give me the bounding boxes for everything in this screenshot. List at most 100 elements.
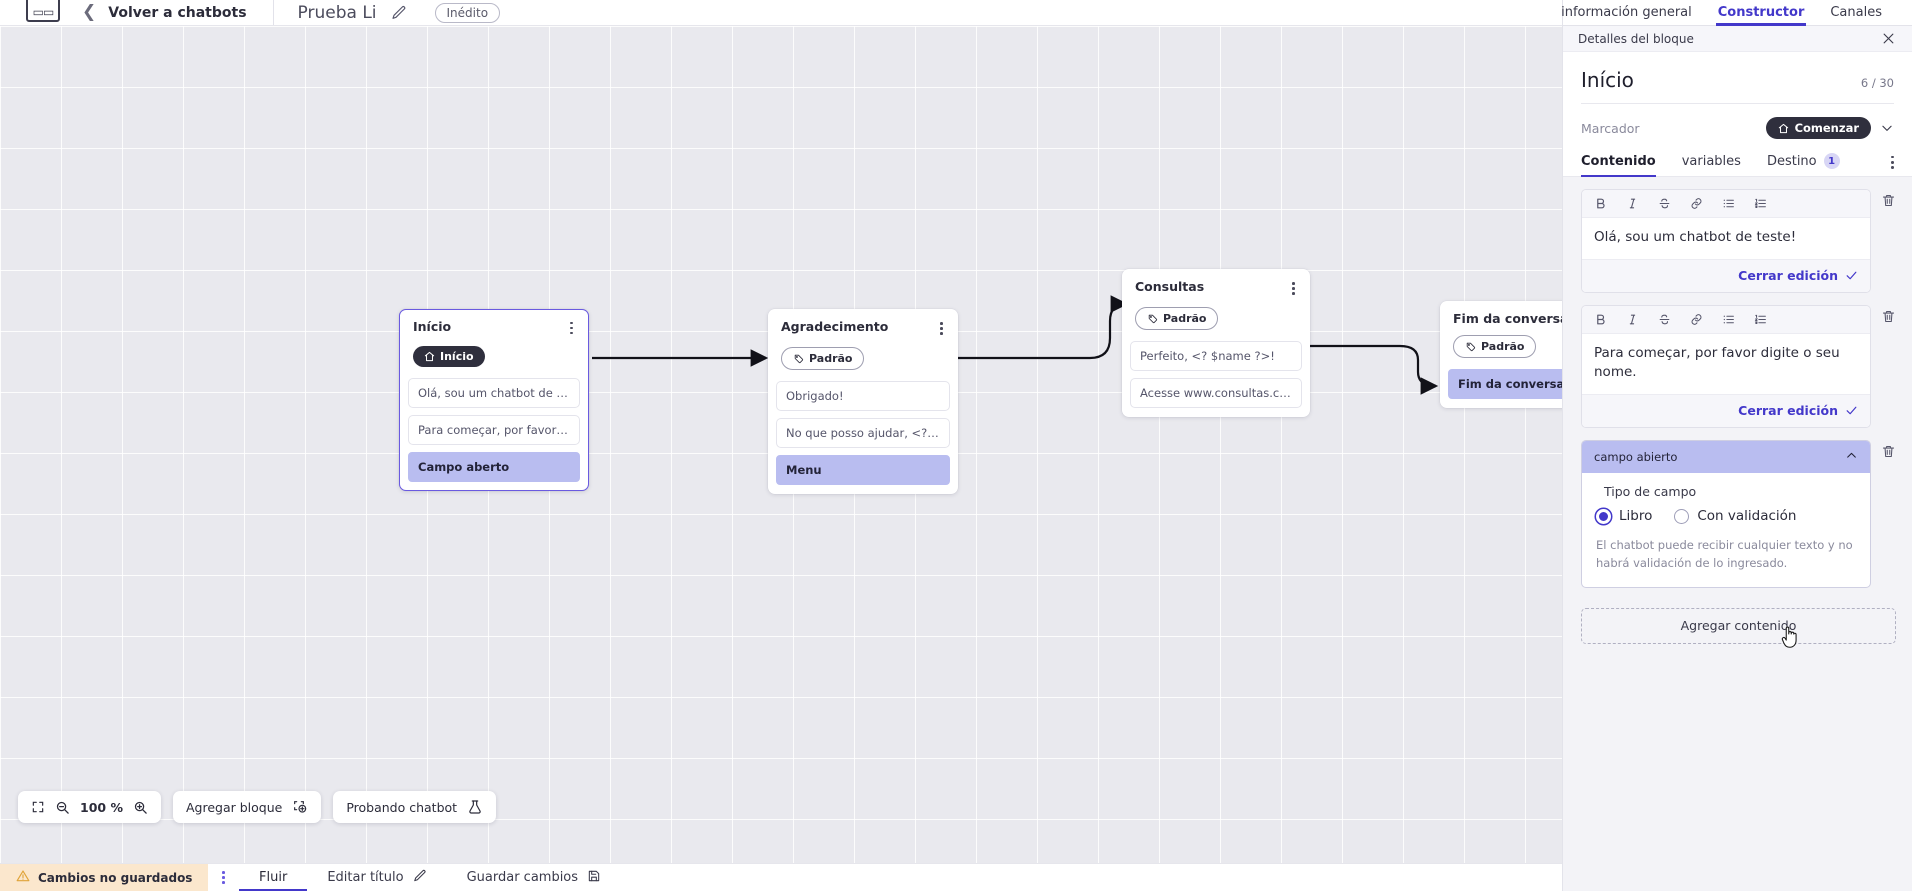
close-edit-button-2[interactable]: Cerrar edición (1582, 394, 1870, 428)
tab-canales[interactable]: Canales (1830, 5, 1882, 20)
marker-label: Marcador (1581, 120, 1640, 136)
test-chatbot-button[interactable]: Probando chatbot (333, 791, 497, 823)
numbered-list-icon[interactable] (1754, 197, 1767, 210)
strikethrough-icon[interactable] (1658, 197, 1671, 210)
warning-icon (16, 869, 30, 886)
node-badge-label: Padrão (1163, 311, 1207, 325)
radio-option-libro[interactable]: Libro (1596, 508, 1652, 524)
node-row[interactable]: No que posso ajudar, <? $name ... (776, 417, 950, 448)
save-changes-button[interactable]: Guardar cambios (447, 864, 621, 891)
field-block-header[interactable]: campo abierto (1582, 441, 1870, 474)
flow-node-consultas[interactable]: Consultas Padrão Perfeito, <? $name ?>! … (1122, 269, 1310, 417)
rte-toolbar (1582, 306, 1870, 335)
app-logo-icon: ▭▭ (26, 0, 60, 22)
bullet-list-icon[interactable] (1722, 197, 1735, 210)
close-icon[interactable] (1881, 31, 1896, 46)
radio-con-validacion-label: Con validación (1697, 508, 1797, 525)
tab-informacion-general[interactable]: información general (1561, 5, 1692, 20)
tab-constructor[interactable]: Constructor (1715, 0, 1806, 26)
status-menu-button[interactable] (208, 864, 239, 891)
chevron-down-icon[interactable] (1880, 121, 1894, 135)
edit-title-pencil-icon[interactable] (391, 5, 407, 21)
flow-canvas[interactable]: Início Início Olá, sou um chatbot de tes… (0, 26, 1562, 863)
back-to-chatbots-link[interactable]: Volver a chatbots (108, 4, 247, 21)
add-content-button[interactable]: Agregar contenido (1581, 607, 1896, 648)
numbered-list-icon[interactable] (1754, 313, 1767, 326)
italic-icon[interactable] (1626, 313, 1639, 326)
node-rows: Perfeito, <? $name ?>! Acesse www.consul… (1122, 340, 1310, 408)
node-row[interactable]: Menu (776, 454, 950, 485)
strikethrough-icon[interactable] (1658, 313, 1671, 326)
content-card-message-2: Para começar, por favor digite o seu nom… (1581, 305, 1871, 429)
node-badge-start: Início (413, 346, 485, 368)
node-row[interactable]: Campo aberto (408, 452, 580, 483)
tab-contenido[interactable]: Contenido (1581, 154, 1656, 177)
node-badge-label: Padrão (1481, 340, 1525, 353)
field-help-text: El chatbot puede recibir cualquier texto… (1596, 538, 1853, 570)
radio-libro-label: Libro (1619, 508, 1653, 525)
add-content-label: Agregar contenido (1680, 618, 1797, 634)
node-row[interactable]: Para começar, por favor digite o ... (408, 415, 580, 446)
fit-screen-icon[interactable] (31, 800, 45, 814)
flow-node-agradecimento[interactable]: Agradecimento Padrão Obrigado! No que po… (768, 309, 958, 494)
content-text-2[interactable]: Para começar, por favor digite o seu nom… (1582, 334, 1870, 395)
flow-node-inicio[interactable]: Início Início Olá, sou um chatbot de tes… (399, 309, 589, 491)
zoom-in-icon[interactable] (133, 800, 148, 815)
content-text-1[interactable]: Olá, sou um chatbot de teste! (1582, 218, 1870, 260)
node-menu-button[interactable] (938, 319, 945, 338)
node-header: Consultas (1122, 279, 1310, 298)
tab-contenido-label: Contenido (1581, 154, 1656, 169)
save-icon (587, 869, 601, 887)
tab-destino-label: Destino (1766, 153, 1817, 169)
node-row[interactable]: Olá, sou um chatbot de teste! (408, 378, 580, 409)
divider (1581, 103, 1894, 104)
block-details-panel: información general Constructor Canales … (1561, 0, 1912, 891)
bold-icon[interactable] (1594, 313, 1607, 326)
flow-node-fim-da-conversa[interactable]: Fim da conversa Padrão Fim da conversa (1440, 301, 1562, 408)
italic-icon[interactable] (1626, 197, 1639, 210)
content-card-wrap: Olá, sou um chatbot de teste! Cerrar edi… (1581, 189, 1896, 294)
panel-block-header: Início 6 / 30 Marcador Comenzar (1563, 52, 1912, 139)
marker-value-label: Comenzar (1794, 121, 1859, 135)
radio-option-con-validacion[interactable]: Con validación (1674, 508, 1797, 525)
field-block-title: campo abierto (1594, 450, 1678, 465)
node-row[interactable]: Obrigado! (776, 380, 950, 411)
delete-content-1-button[interactable] (1881, 189, 1896, 208)
bold-icon[interactable] (1594, 197, 1607, 210)
radio-con-validacion-input[interactable] (1674, 508, 1690, 524)
bullet-list-icon[interactable] (1722, 313, 1735, 326)
trash-icon (1882, 446, 1895, 458)
node-menu-button[interactable] (568, 319, 575, 338)
link-icon[interactable] (1690, 313, 1703, 326)
tab-destino[interactable]: Destino 1 (1767, 153, 1840, 176)
unsaved-changes-badge: Cambios no guardados (0, 864, 209, 891)
node-row[interactable]: Perfeito, <? $name ?>! (1130, 340, 1302, 371)
edit-title-button[interactable]: Editar título (307, 864, 446, 891)
toolbar-divider (272, 0, 274, 25)
node-menu-button[interactable] (1290, 279, 1297, 298)
zoom-controls: 100 % (18, 791, 161, 823)
tab-variables[interactable]: variables (1682, 154, 1741, 176)
panel-subheader: Detalles del bloque (1563, 26, 1912, 52)
delete-content-2-button[interactable] (1881, 305, 1896, 324)
close-edit-label: Cerrar edición (1738, 403, 1838, 419)
chevron-up-icon[interactable] (1845, 449, 1858, 465)
tab-fluir[interactable]: Fluir (239, 864, 308, 891)
add-block-button[interactable]: Agregar bloque (172, 791, 322, 823)
delete-field-block-button[interactable] (1881, 440, 1896, 459)
marker-value-pill[interactable]: Comenzar (1765, 117, 1871, 139)
panel-more-button[interactable] (1891, 155, 1894, 176)
node-row[interactable]: Fim da conversa (1448, 369, 1562, 399)
node-row[interactable]: Acesse www.consultas.com par... (1130, 377, 1302, 408)
radio-libro-input[interactable] (1596, 508, 1611, 524)
close-edit-button-1[interactable]: Cerrar edición (1582, 259, 1870, 293)
field-block-body: Tipo de campo Libro Con validación E (1582, 473, 1870, 587)
node-header: Fim da conversa (1440, 311, 1562, 326)
tag-icon (1148, 314, 1158, 323)
zoom-out-icon[interactable] (55, 800, 70, 815)
back-chevron-icon[interactable]: ❮ (82, 2, 97, 22)
trash-icon (1882, 194, 1895, 207)
add-block-icon (292, 799, 308, 815)
link-icon[interactable] (1690, 197, 1703, 210)
